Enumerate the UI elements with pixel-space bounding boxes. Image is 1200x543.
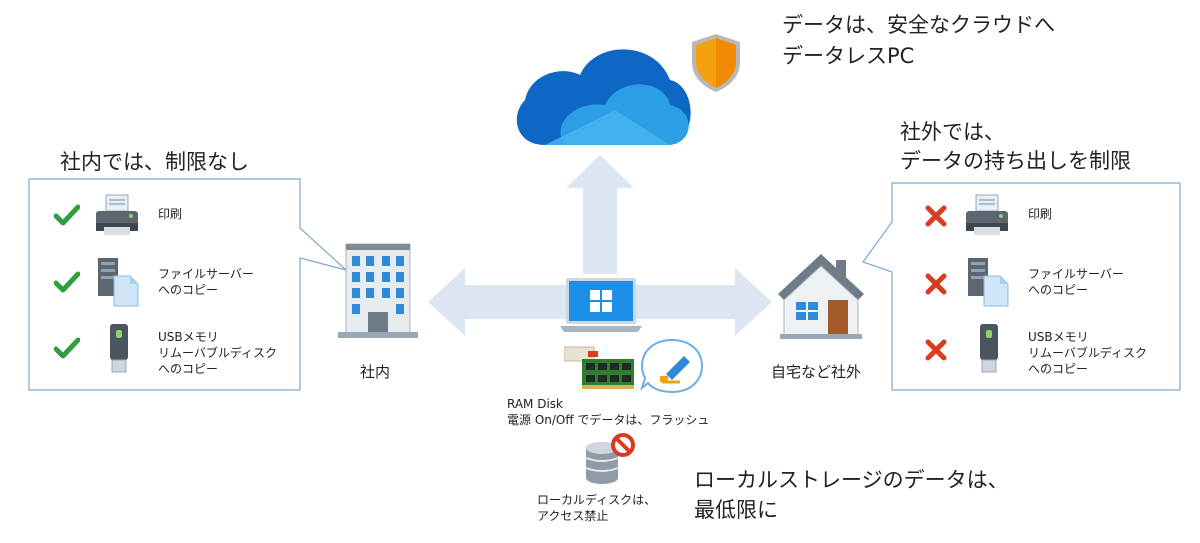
left-item-3-text: USBメモリ リムーバブルディスク へのコピー — [158, 329, 277, 377]
bottom-message-line1: ローカルストレージのデータは、 — [694, 468, 1009, 492]
item-label: USBメモリ — [158, 330, 219, 344]
item-label: ファイルサーバー — [158, 267, 254, 281]
check-icon — [54, 337, 80, 359]
office-label: 社内 — [360, 363, 391, 381]
database-icon — [585, 442, 619, 484]
right-item-3-text: USBメモリ リムーバブルディスク へのコピー — [1028, 329, 1147, 377]
arrow-right — [630, 268, 772, 336]
prohibited-icon — [611, 433, 635, 457]
office-building-icon — [338, 243, 418, 338]
right-item-2-text: ファイルサーバー へのコピー — [1028, 266, 1124, 298]
cloud-title-line1: データは、安全なクラウドへ — [782, 13, 1055, 37]
shield-icon — [692, 34, 740, 92]
item-label: へのコピー — [1028, 362, 1089, 376]
cross-icon — [925, 205, 947, 227]
ram-disk-line1: RAM Disk — [507, 397, 564, 411]
cross-icon — [925, 273, 947, 295]
item-label: ファイルサーバー — [1028, 267, 1124, 281]
left-item-2-text: ファイルサーバー へのコピー — [158, 266, 254, 298]
arrow-left — [428, 268, 570, 336]
laptop-icon — [560, 278, 642, 332]
printer-icon — [966, 194, 1008, 235]
arrow-up — [566, 155, 634, 274]
right-panel-frame — [862, 182, 1181, 391]
item-label: リムーバブルディスク — [1028, 346, 1148, 360]
windows-logo — [590, 290, 612, 312]
left-item-1-text: 印刷 — [158, 206, 182, 222]
home-label: 自宅など社外 — [771, 363, 862, 381]
item-label: 印刷 — [158, 207, 183, 221]
item-label: へのコピー — [1028, 283, 1089, 297]
house-icon — [778, 254, 864, 339]
cross-icon — [925, 339, 947, 361]
eraser-bubble-icon — [640, 338, 704, 394]
usb-drive-icon — [110, 324, 128, 373]
item-label: USBメモリ — [1028, 330, 1089, 344]
ram-disk-line2: 電源 On/Off でデータは、フラッシュ — [507, 413, 710, 427]
item-label: へのコピー — [158, 362, 219, 376]
file-server-icon — [968, 258, 1009, 307]
file-server-icon — [98, 258, 139, 307]
local-disk-line2: アクセス禁止 — [537, 509, 609, 523]
cloud-icon — [516, 49, 691, 145]
check-icon — [54, 204, 80, 226]
usb-drive-icon — [980, 324, 998, 373]
item-label: 印刷 — [1028, 207, 1053, 221]
ram-module-icon — [564, 346, 634, 389]
bottom-message-line2: 最低限に — [694, 498, 778, 522]
cloud-title-line2: データレスPC — [782, 44, 915, 68]
item-label: へのコピー — [158, 283, 219, 297]
left-panel-heading: 社内では、制限なし — [60, 150, 249, 174]
right-panel-heading-line1: 社外では、 — [900, 120, 1005, 144]
right-item-1-text: 印刷 — [1028, 206, 1052, 222]
right-panel-heading-line2: データの持ち出しを制限 — [900, 149, 1131, 173]
printer-icon — [96, 194, 138, 235]
check-icon — [54, 271, 80, 293]
item-label: リムーバブルディスク — [158, 346, 278, 360]
local-disk-line1: ローカルディスクは、 — [537, 493, 657, 507]
